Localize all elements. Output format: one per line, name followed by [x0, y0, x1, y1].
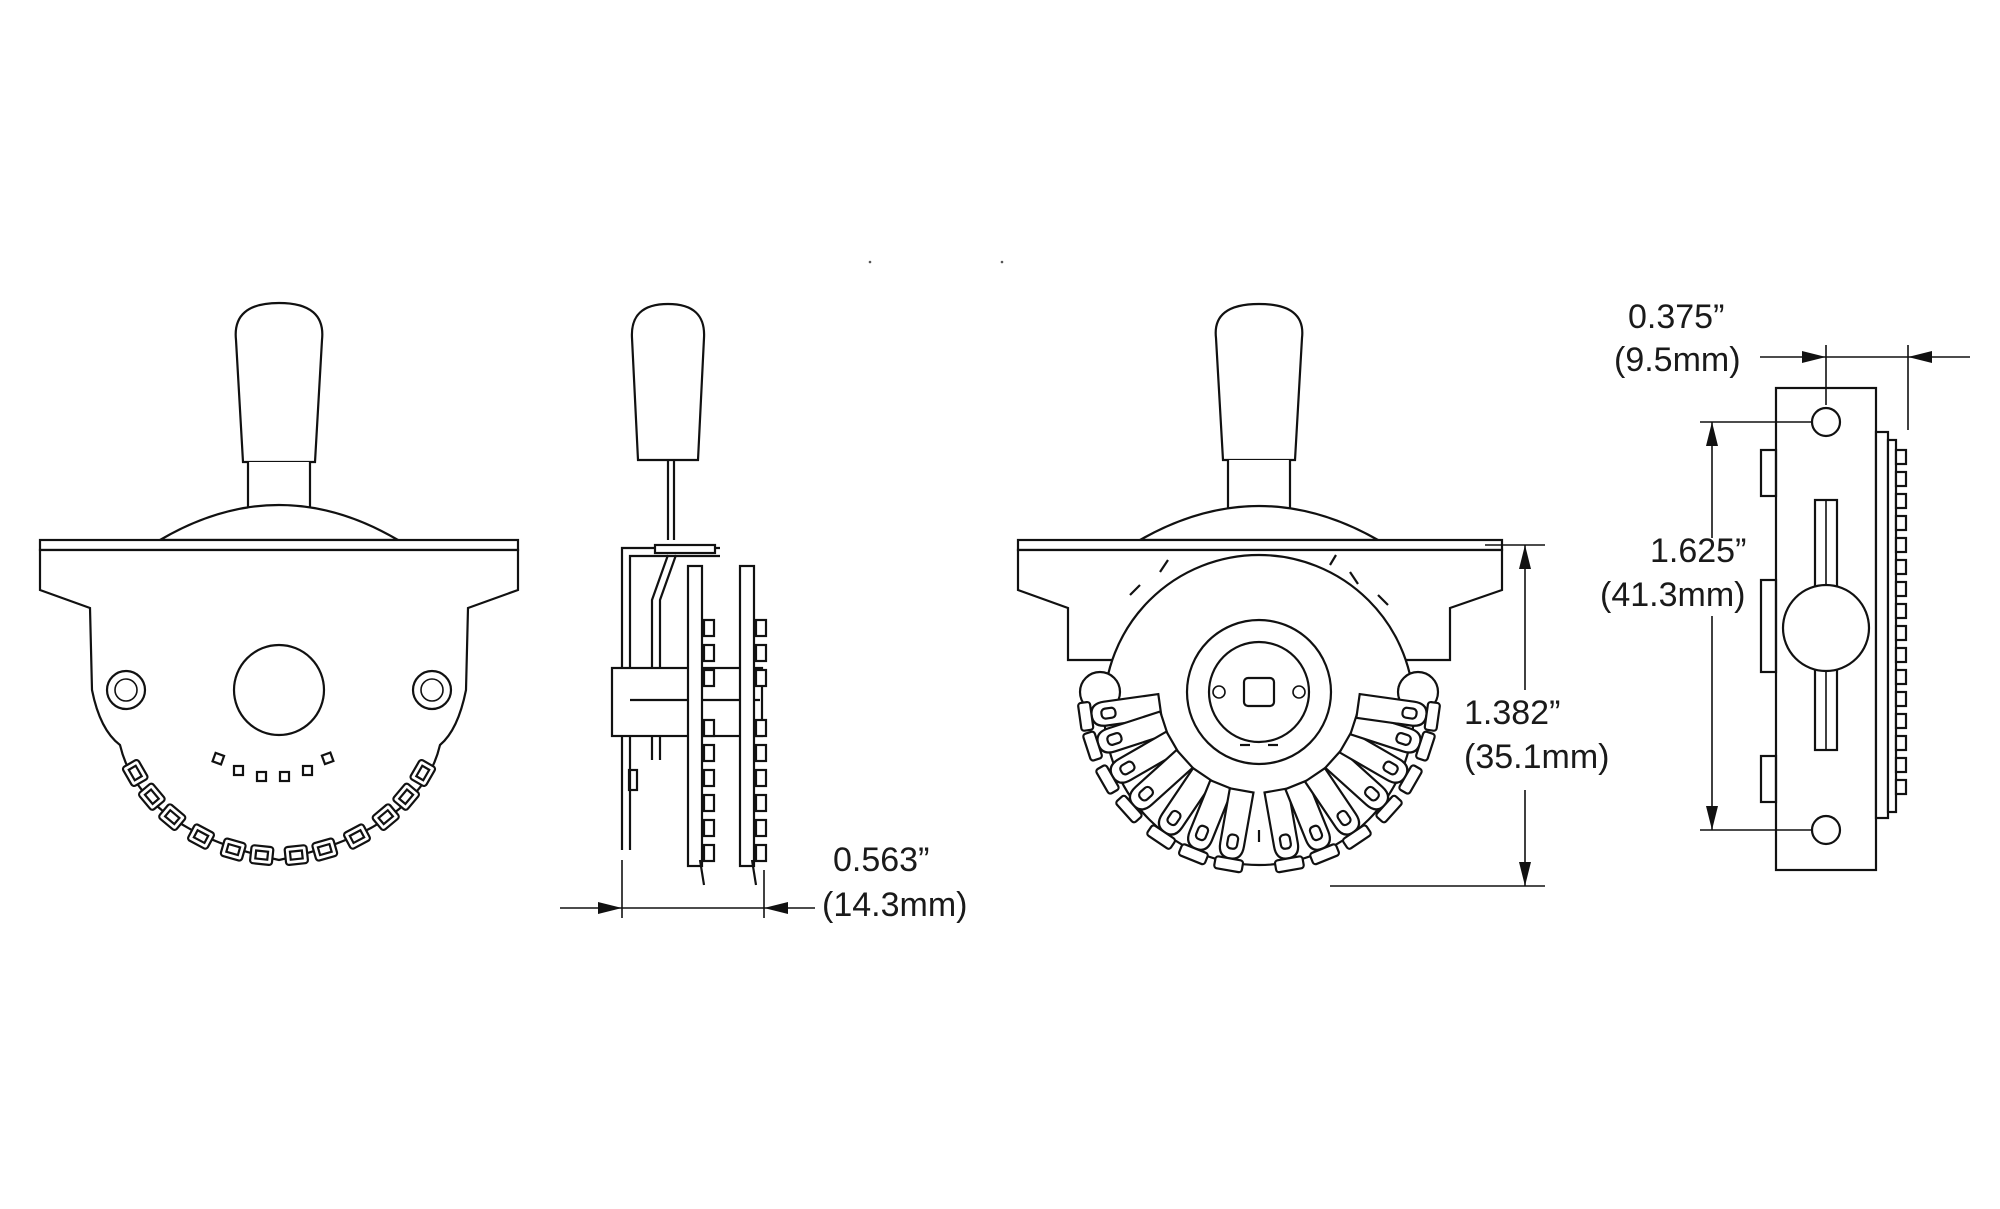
mount-hole-right — [411, 669, 453, 711]
rear-plate — [1016, 538, 1504, 552]
end-lug — [1894, 668, 1908, 686]
solder-tab — [1355, 692, 1441, 732]
wafer-lug — [754, 818, 768, 838]
terminal-lug — [121, 758, 149, 788]
terminal-lug — [137, 782, 166, 811]
wafer-lug — [754, 843, 768, 863]
end-lug — [1894, 756, 1908, 774]
height-mm: (35.1mm) — [1464, 738, 1609, 776]
wafer-lug — [754, 793, 768, 813]
height-inches: 1.382” — [1464, 694, 1560, 732]
end-lug — [1894, 734, 1908, 752]
center-shaft — [232, 643, 326, 737]
wafer-lug — [702, 818, 716, 838]
rear-dome — [1135, 505, 1383, 542]
front-terminals — [121, 758, 437, 866]
end-lug — [1894, 492, 1908, 510]
hole-offset-inches: 0.375” — [1628, 298, 1724, 336]
dimension-height: 1.382” (35.1mm) — [1330, 544, 1609, 887]
end-view — [1759, 386, 1908, 872]
side-lever-tip — [630, 302, 706, 462]
depth-inches: 0.563” — [833, 841, 929, 879]
speck-marks — [868, 260, 1004, 264]
hole-offset-mm: (9.5mm) — [1614, 341, 1741, 379]
dimension-depth: 0.563” (14.3mm) — [560, 841, 967, 924]
wafer-lug — [702, 843, 716, 863]
solder-tab — [1146, 766, 1215, 850]
rear-lever-tip — [1214, 302, 1304, 462]
solder-tab — [1338, 730, 1423, 795]
end-lug — [1894, 558, 1908, 576]
dimension-hole-offset: 0.375” (9.5mm) — [1614, 298, 1970, 430]
end-lug — [1894, 712, 1908, 730]
side-view — [610, 302, 768, 886]
terminal-lug — [187, 823, 216, 850]
wafer-lug — [754, 643, 768, 663]
terminal-lug — [249, 844, 275, 866]
wafer-lug — [754, 668, 768, 688]
wafer-lug — [702, 793, 716, 813]
end-lug — [1894, 448, 1908, 466]
terminal-lug — [219, 837, 247, 862]
wafer-lug — [702, 718, 716, 738]
end-lug — [1894, 580, 1908, 598]
solder-tab — [1082, 710, 1170, 762]
wafer-lug — [702, 768, 716, 788]
lever-neck — [246, 462, 312, 512]
detent-marks — [211, 751, 335, 783]
depth-mm: (14.3mm) — [822, 886, 967, 924]
solder-tab — [1177, 778, 1235, 866]
wafer-lug — [702, 668, 716, 688]
solder-tab — [1303, 766, 1372, 850]
wafer-1 — [686, 564, 704, 868]
end-shaft — [1781, 583, 1871, 673]
end-lug — [1894, 470, 1908, 488]
terminal-lug — [311, 837, 339, 862]
wafer-lug — [702, 618, 716, 638]
rear-terminals — [1077, 692, 1441, 874]
wafer-lug — [754, 718, 768, 738]
solder-tab — [1263, 787, 1305, 874]
terminal-lug — [409, 758, 437, 788]
end-lugs — [1894, 448, 1908, 796]
wafer-lug — [754, 618, 768, 638]
wafer-lug — [702, 643, 716, 663]
end-lug — [1894, 514, 1908, 532]
mount-hole-left — [105, 669, 147, 711]
solder-tab — [1213, 787, 1255, 874]
rear-slots — [1129, 554, 1389, 842]
terminal-lug — [158, 803, 187, 832]
end-lug — [1894, 646, 1908, 664]
end-lug — [1894, 778, 1908, 796]
solder-tab — [1283, 778, 1341, 866]
end-lug — [1894, 602, 1908, 620]
terminal-lug — [392, 782, 421, 811]
side-lugs — [698, 618, 768, 886]
mounting-plate — [38, 538, 520, 552]
lever-tip — [234, 301, 324, 464]
rear-view — [1016, 302, 1504, 874]
solder-tab — [1348, 710, 1436, 762]
solder-tab — [1095, 730, 1180, 795]
wafer-lug — [754, 743, 768, 763]
terminal-lug — [283, 844, 309, 866]
terminal-lug — [342, 823, 371, 850]
mount-spacing-inches: 1.625” — [1650, 532, 1746, 570]
wafer-2 — [738, 564, 756, 868]
wafer-lug — [754, 768, 768, 788]
solder-tab — [1323, 748, 1403, 824]
dimension-mount-spacing: 1.625” (41.3mm) — [1600, 421, 1812, 831]
wafer-lug — [702, 743, 716, 763]
dome — [155, 504, 403, 542]
terminal-lug — [371, 803, 400, 832]
mount-spacing-mm: (41.3mm) — [1600, 576, 1745, 614]
solder-tab — [1115, 748, 1195, 824]
end-lug — [1894, 624, 1908, 642]
end-lug — [1894, 690, 1908, 708]
end-lug — [1894, 536, 1908, 554]
front-view — [38, 301, 520, 866]
